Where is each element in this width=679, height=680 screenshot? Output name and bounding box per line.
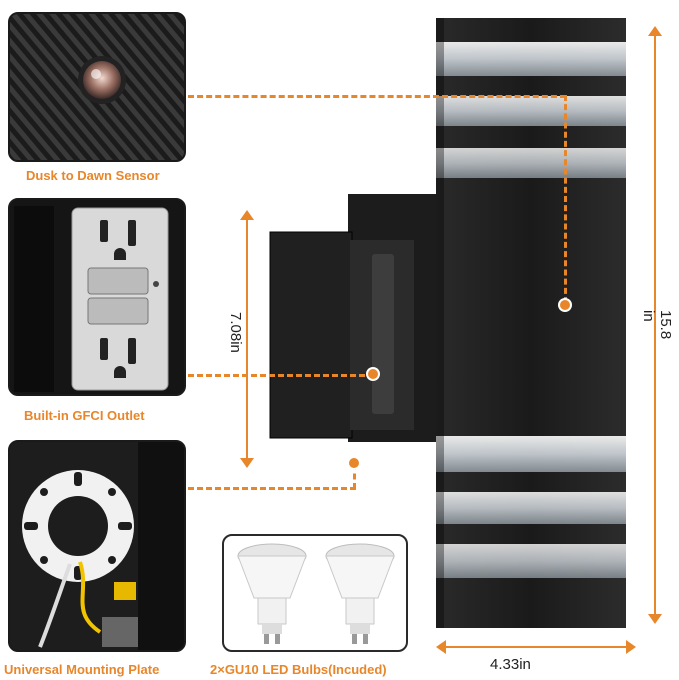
mounting-caption: Universal Mounting Plate [4, 662, 160, 677]
gfci-outlet-illustration [10, 200, 184, 394]
gfci-closeup-image [8, 198, 186, 396]
bulb-1 [237, 543, 307, 644]
width-dimension-line [444, 646, 630, 648]
sensor-caption: Dusk to Dawn Sensor [26, 168, 160, 183]
width-arrow-left [436, 640, 446, 654]
mounting-plate-illustration [10, 442, 184, 650]
mounting-plate-image [8, 440, 186, 652]
wall-light-fixture [269, 18, 626, 628]
gfci-callout-dot [368, 369, 378, 379]
box-height-arrow-top [240, 210, 254, 220]
mounting-callout-dot [349, 458, 359, 468]
height-arrow-bottom [648, 614, 662, 624]
height-arrow-top [648, 26, 662, 36]
mounting-callout-line [188, 487, 356, 490]
gfci-callout-line [188, 374, 374, 377]
gfci-caption: Built-in GFCI Outlet [24, 408, 145, 423]
mounting-callout-rise [353, 464, 356, 489]
height-dimension-line [654, 30, 656, 620]
sensor-closeup-image [8, 12, 186, 162]
bulb-2 [325, 543, 395, 644]
box-height-dimension-line [246, 216, 248, 464]
width-label: 4.33in [490, 656, 531, 673]
height-label: 15.8 in [640, 310, 674, 340]
box-height-label: 7.08in [227, 312, 244, 353]
width-arrow-right [626, 640, 636, 654]
sensor-callout-line [188, 95, 566, 98]
sensor-texture [10, 14, 184, 160]
sensor-callout-drop [564, 95, 567, 303]
gu10-bulbs-illustration [237, 543, 395, 644]
sensor-callout-dot [560, 300, 570, 310]
bulbs-caption: 2×GU10 LED Bulbs(Incuded) [210, 662, 387, 677]
bulbs-image [222, 534, 408, 652]
box-height-arrow-bottom [240, 458, 254, 468]
